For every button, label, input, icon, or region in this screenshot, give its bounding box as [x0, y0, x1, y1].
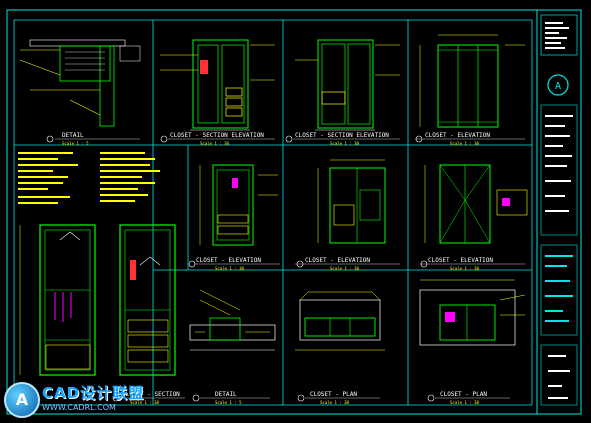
watermark-logo: A CAD设计联盟 WWW.CADRL.COM: [2, 376, 152, 422]
panel-title-1: DETAIL: [62, 132, 84, 139]
panel-scale-11: Scale 1 : 30: [450, 400, 479, 405]
watermark-brand: CAD设计联盟: [42, 384, 145, 402]
panel-scale-7: Scale 1 : 30: [450, 266, 479, 271]
panel-grid: [13, 19, 533, 406]
panel-title-9: DETAIL: [215, 391, 237, 398]
panel-plan-1-drawing: [295, 291, 385, 351]
panel-title-4: CLOSET - ELEVATION: [425, 132, 490, 139]
panel-detail-2-drawing: [189, 289, 276, 351]
panel-elevation-1-drawing: [419, 34, 525, 128]
panel-marker-circles: [46, 135, 435, 402]
panel-section-elevation-1-drawing: [160, 39, 275, 131]
panel-title-11: CLOSET - PLAN: [440, 391, 487, 398]
panel-title-6: CLOSET - ELEVATION: [305, 257, 370, 264]
panel-title-2: CLOSET - SECTION ELEVATION: [170, 132, 264, 139]
panel-scale-9: Scale 1 : 5: [215, 400, 242, 405]
panel-scale-8: Scale 1 : 30: [130, 400, 159, 405]
title-block: A: [540, 14, 578, 406]
panel-title-5: CLOSET - ELEVATION: [196, 257, 261, 264]
panel-section-elevation-2-drawing: [295, 39, 400, 131]
panel-scale-4: Scale 1 : 30: [450, 141, 479, 146]
panel-elevation-4-drawing: [424, 164, 528, 244]
panel-elevation-2-drawing: [199, 164, 278, 246]
panel-scale-5: Scale 1 : 30: [215, 266, 244, 271]
panel-scale-10: Scale 1 : 30: [320, 400, 349, 405]
panel-scale-1: Scale 1 : 5: [62, 141, 89, 146]
panel-scale-3: Scale 1 : 30: [330, 141, 359, 146]
panel-title-7: CLOSET - ELEVATION: [428, 257, 493, 264]
panel-scale-2: Scale 1 : 30: [200, 141, 229, 146]
panel-title-8: CLOSET - SECTION: [122, 391, 180, 398]
panel-plan-2-drawing: [419, 279, 526, 346]
panel-detail-1-drawing: [19, 39, 141, 127]
watermark-badge-icon: A: [4, 382, 40, 418]
panel-notes-drawing: [18, 152, 176, 376]
title-block-mark: A: [555, 81, 561, 92]
watermark-url: WWW.CADRL.COM: [42, 403, 116, 412]
sheet-border: [6, 9, 582, 415]
panel-title-10: CLOSET - PLAN: [310, 391, 357, 398]
panel-scale-6: Scale 1 : 30: [330, 266, 359, 271]
title-block-logo: [547, 74, 569, 96]
panel-elevation-3-drawing: [317, 159, 386, 244]
panel-title-3: CLOSET - SECTION ELEVATION: [295, 132, 389, 139]
